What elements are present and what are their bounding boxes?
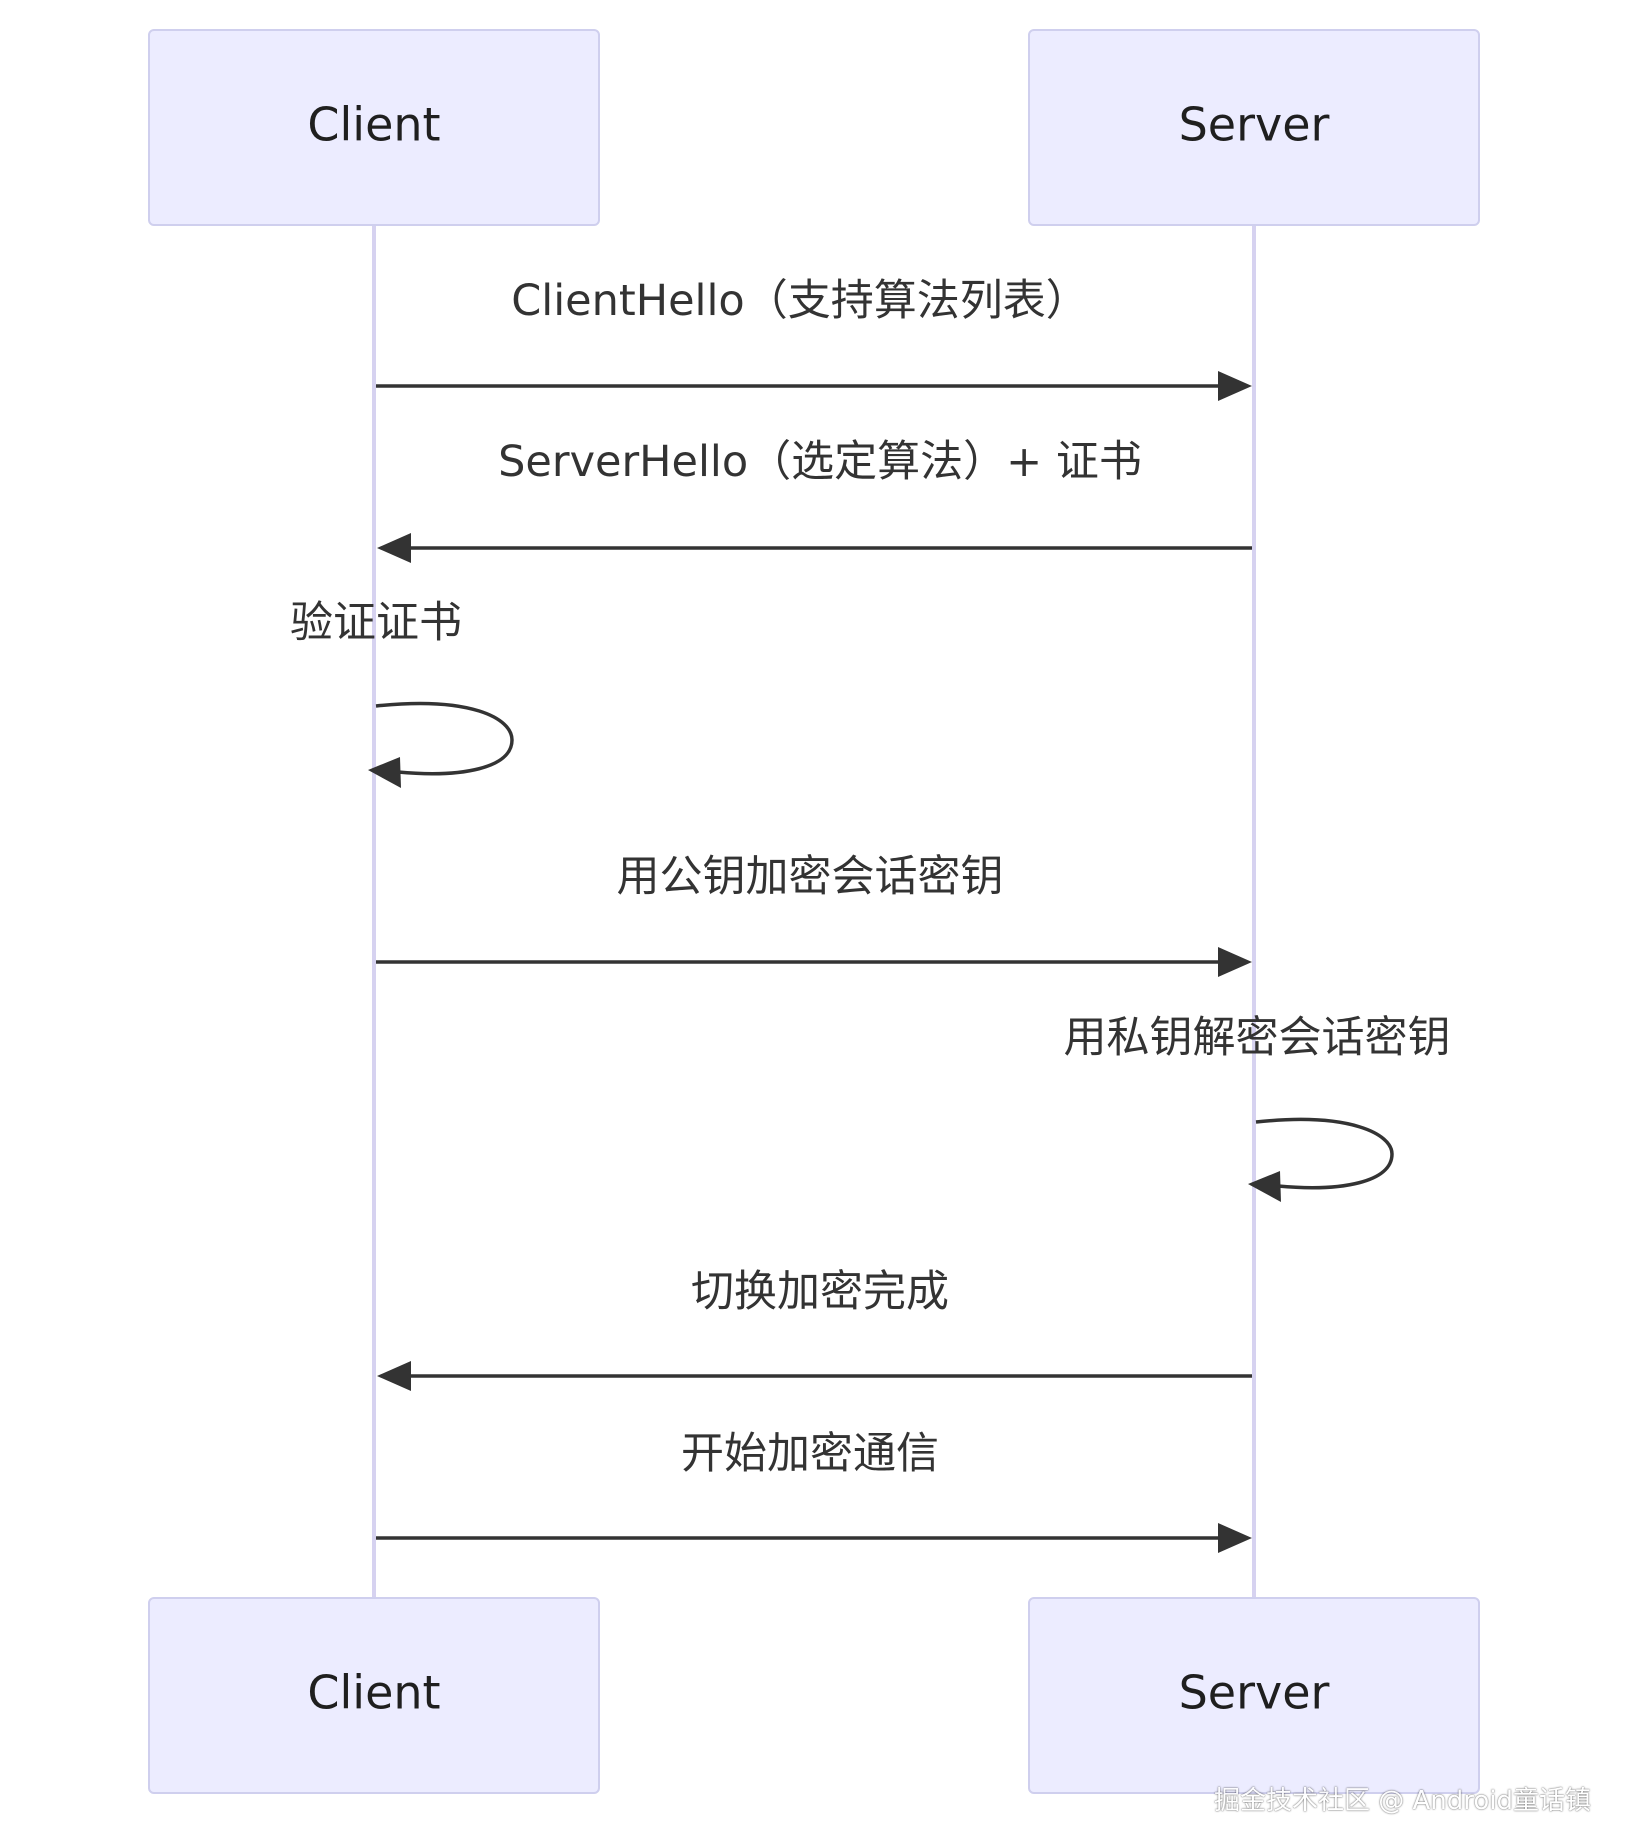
watermark: 掘金技术社区 @ Android童话镇: [1213, 1786, 1591, 1816]
message-6: 切换加密完成: [377, 1267, 1252, 1391]
arrowhead-left: [368, 757, 401, 788]
arrowhead-right: [1218, 371, 1252, 401]
message-5: 用私钥解密会话密钥: [1064, 1013, 1451, 1202]
client-actor-bottom: Client: [148, 1597, 600, 1794]
client-actor-top-label: Client: [307, 98, 440, 152]
arrowhead-left: [377, 533, 411, 563]
message-4: 用公钥加密会话密钥: [376, 852, 1252, 977]
message-5-label: 用私钥解密会话密钥: [1064, 1013, 1451, 1063]
arrowhead-right: [1218, 947, 1252, 977]
self-loop-arrow: [375, 701, 514, 776]
server-actor-top-label: Server: [1179, 98, 1330, 152]
message-3-label: 验证证书: [290, 598, 462, 648]
client-actor-bottom-label: Client: [307, 1666, 440, 1720]
message-2: ServerHello（选定算法）+ 证书: [377, 437, 1252, 563]
message-3: 验证证书: [290, 598, 514, 788]
server-actor-bottom: Server: [1028, 1597, 1480, 1794]
arrowhead-left: [1248, 1171, 1281, 1202]
client-actor-top: Client: [148, 29, 600, 226]
self-loop-arrow: [1255, 1117, 1394, 1190]
server-actor-top: Server: [1028, 29, 1480, 226]
arrowhead-left: [377, 1361, 411, 1391]
message-7-label: 开始加密通信: [681, 1429, 939, 1479]
message-1: ClientHello（支持算法列表）: [376, 276, 1252, 401]
message-7: 开始加密通信: [376, 1429, 1252, 1553]
message-1-label: ClientHello（支持算法列表）: [511, 276, 1088, 326]
message-4-label: 用公钥加密会话密钥: [617, 852, 1004, 902]
arrowhead-right: [1218, 1523, 1252, 1553]
message-2-label: ServerHello（选定算法）+ 证书: [498, 437, 1142, 487]
server-actor-bottom-label: Server: [1179, 1666, 1330, 1720]
message-6-label: 切换加密完成: [691, 1267, 949, 1317]
